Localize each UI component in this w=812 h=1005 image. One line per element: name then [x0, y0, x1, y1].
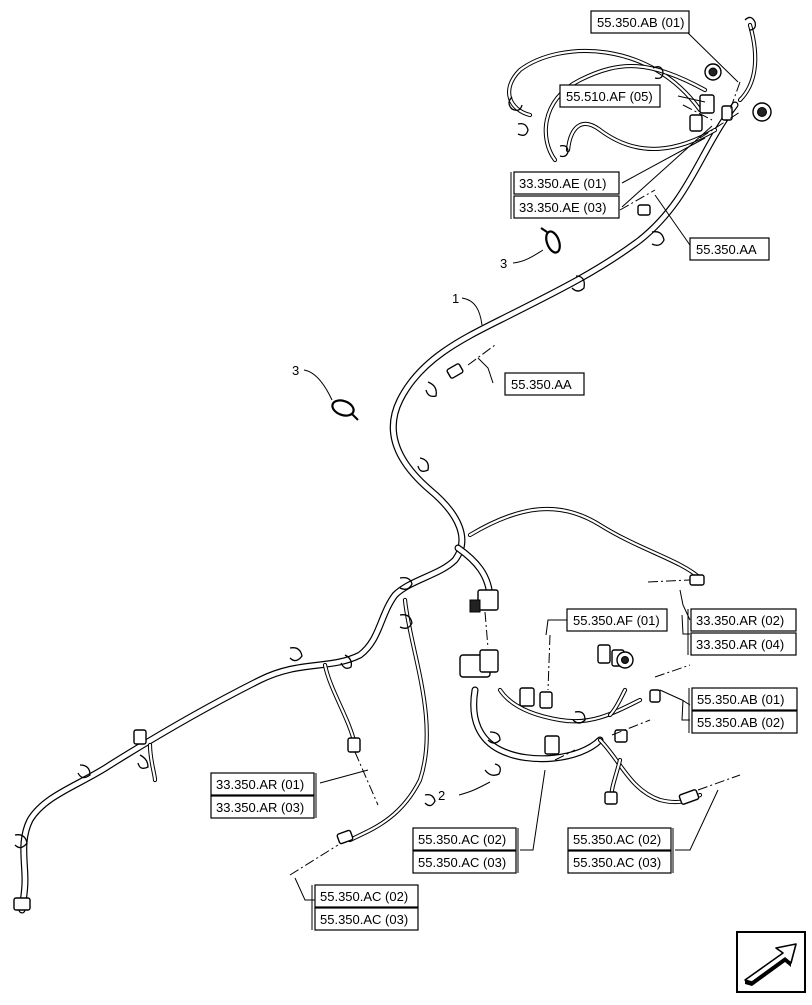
top-connectors — [508, 16, 772, 158]
ref-ac03-center-text: 55.350.AC (03) — [418, 855, 506, 870]
ref-ac02-center-text: 55.350.AC (02) — [418, 832, 506, 847]
center-harness-cluster — [459, 589, 703, 805]
clip-ring-left — [331, 399, 359, 421]
ref-ar02-text: 33.350.AR (02) — [696, 613, 784, 628]
ref-ab01-top-text: 55.350.AB (01) — [597, 15, 684, 30]
ref-ar03-text: 33.350.AR (03) — [216, 800, 304, 815]
ref-ae03-text: 33.350.AE (03) — [519, 200, 606, 215]
ref-ae-stack[interactable]: 33.350.AE (01) 33.350.AE (03) — [510, 171, 620, 219]
ref-ac-right-stack[interactable]: 55.350.AC (02) 55.350.AC (03) — [567, 827, 674, 874]
leader-lines — [294, 32, 739, 901]
ref-aa-mid[interactable]: 55.350.AA — [504, 372, 585, 396]
ref-af01[interactable]: 55.350.AF (01) — [566, 608, 668, 632]
ref-ac02-left-text: 55.350.AC (02) — [320, 889, 408, 904]
harness-connectors — [13, 204, 705, 911]
ref-ac02-right-text: 55.350.AC (02) — [573, 832, 661, 847]
ref-ab-right-stack[interactable]: 55.350.AB (01) 55.350.AB (02) — [688, 687, 798, 734]
callout-item-3-top: 3 — [500, 256, 507, 271]
callouts: 1 2 3 3 — [292, 256, 507, 803]
clip-ring-top — [540, 227, 561, 254]
ref-ar04-text: 33.350.AR (04) — [696, 637, 784, 652]
ref-af01-text: 55.350.AF (01) — [573, 613, 660, 628]
ref-ar01-text: 33.350.AR (01) — [216, 777, 304, 792]
callout-item-2: 2 — [438, 788, 445, 803]
ref-ae01-text: 33.350.AE (01) — [519, 176, 606, 191]
ref-ar-right-stack[interactable]: 33.350.AR (02) 33.350.AR (04) — [687, 608, 797, 656]
ref-aa-right-text: 55.350.AA — [696, 242, 757, 257]
ref-ab02-right-text: 55.350.AB (02) — [697, 715, 784, 730]
ref-af05-text: 55.510.AF (05) — [566, 89, 653, 104]
harness-clips — [14, 231, 665, 849]
arrow-navigation-icon[interactable] — [736, 931, 806, 993]
ref-ar-left-stack[interactable]: 33.350.AR (01) 33.350.AR (03) — [210, 772, 317, 819]
main-harness — [18, 101, 739, 914]
ref-ac03-right-text: 55.350.AC (03) — [573, 855, 661, 870]
ref-aa-right[interactable]: 55.350.AA — [689, 237, 770, 261]
ref-ac03-left-text: 55.350.AC (03) — [320, 912, 408, 927]
ref-ab01-top[interactable]: 55.350.AB (01) — [590, 10, 690, 34]
ref-af05[interactable]: 55.510.AF (05) — [559, 84, 661, 108]
center-lines — [289, 81, 741, 876]
callout-item-1: 1 — [452, 291, 459, 306]
ref-ac-center-stack[interactable]: 55.350.AC (02) 55.350.AC (03) — [412, 827, 519, 874]
ref-aa-mid-text: 55.350.AA — [511, 377, 572, 392]
callout-item-3-left: 3 — [292, 363, 299, 378]
reference-labels[interactable]: 55.350.AB (01) 55.510.AF (05) 33.350.AE … — [210, 10, 798, 931]
ref-ab01-right-text: 55.350.AB (01) — [697, 692, 784, 707]
ref-ac-left-stack[interactable]: 55.350.AC (02) 55.350.AC (03) — [311, 884, 419, 931]
